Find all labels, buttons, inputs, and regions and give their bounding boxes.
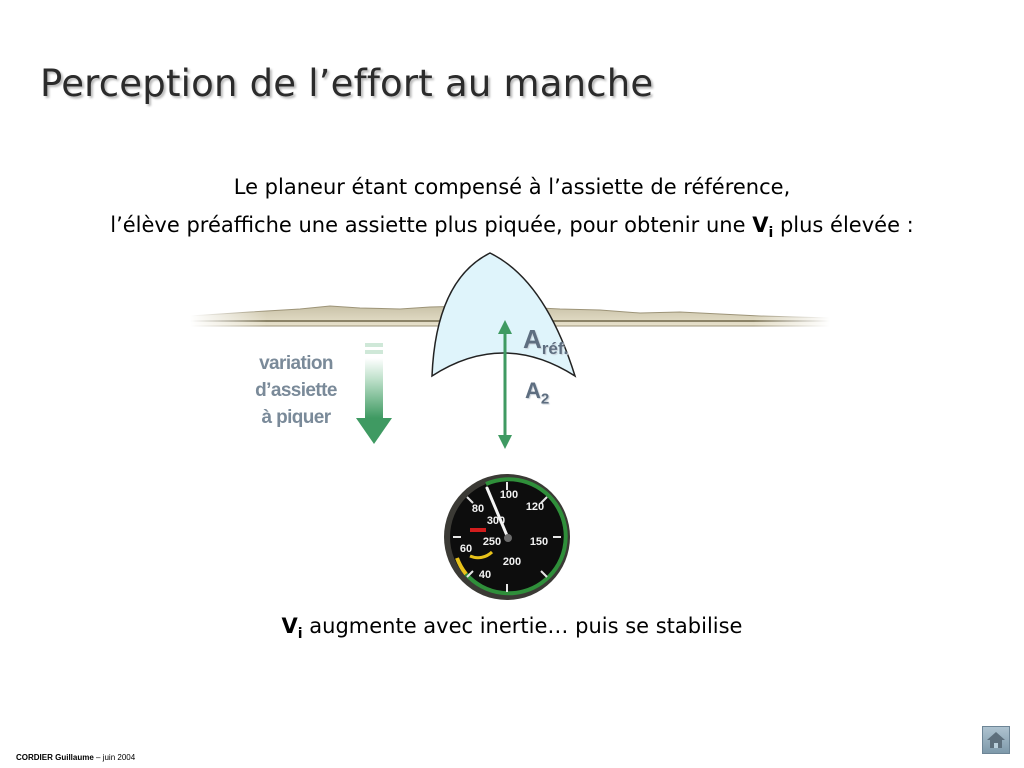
conclusion-line: Vi augmente avec inertie… puis se stabil… <box>0 614 1024 642</box>
intro-line-2: l’élève préaffiche une assiette plus piq… <box>0 213 1024 241</box>
scale-label-40: 40 <box>479 569 491 581</box>
conclusion-vi-main: V <box>281 614 298 638</box>
footer: CORDIER Guillaume – juin 2004 <box>16 753 135 762</box>
attitude-a2-label: A2 <box>525 378 549 407</box>
page-title: Perception de l’effort au manche <box>40 62 654 105</box>
footer-date: – juin 2004 <box>96 753 136 762</box>
home-icon <box>987 732 1005 748</box>
intro-line-1: Le planeur étant compensé à l’assiette d… <box>0 175 1024 199</box>
pitch-variation-label: variation d’assiette à piquer <box>246 350 346 431</box>
attitude-difference-arrow <box>498 320 512 449</box>
variation-line-3: à piquer <box>261 407 331 428</box>
variation-line-1: variation <box>259 353 333 374</box>
vi-symbol: Vi <box>752 213 773 241</box>
intro-line-1-text: Le planeur étant compensé à l’assiette d… <box>233 175 791 199</box>
scale-label-120: 120 <box>526 501 544 513</box>
scale-label-100: 100 <box>500 489 518 501</box>
vi-main: V <box>752 213 769 237</box>
airspeed-needle <box>485 486 510 540</box>
scale-label-150: 150 <box>530 536 548 548</box>
conclusion-vi-sub: i <box>297 626 303 643</box>
intro-line-2-before: l’élève préaffiche une assiette plus piq… <box>110 213 746 237</box>
pitch-down-arrow <box>356 343 392 444</box>
airspeed-indicator: 100 120 150 200 250 300 80 60 40 <box>444 474 570 600</box>
aref-main: A <box>523 324 542 354</box>
home-button[interactable] <box>982 726 1010 754</box>
conclusion-before: augmente avec inertie… <box>309 614 569 638</box>
footer-author: CORDIER Guillaume <box>16 753 94 762</box>
a2-sub: 2 <box>540 390 550 408</box>
scale-label-250: 250 <box>483 536 501 548</box>
aref-sub: réf. <box>541 339 569 359</box>
intro-line-2-after: plus élevée : <box>779 213 914 237</box>
conclusion-after: puis se stabilise <box>575 614 743 638</box>
reference-attitude-label: Aréf. <box>523 324 568 359</box>
scale-label-200: 200 <box>503 556 521 568</box>
variation-line-2: d’assiette <box>255 380 337 401</box>
a2-main: A <box>525 378 541 403</box>
conclusion-vi-symbol: Vi <box>281 614 303 642</box>
scale-label-80: 80 <box>472 503 484 515</box>
scale-label-60: 60 <box>460 543 472 555</box>
vi-sub: i <box>768 225 774 242</box>
canopy-outline <box>431 252 577 378</box>
